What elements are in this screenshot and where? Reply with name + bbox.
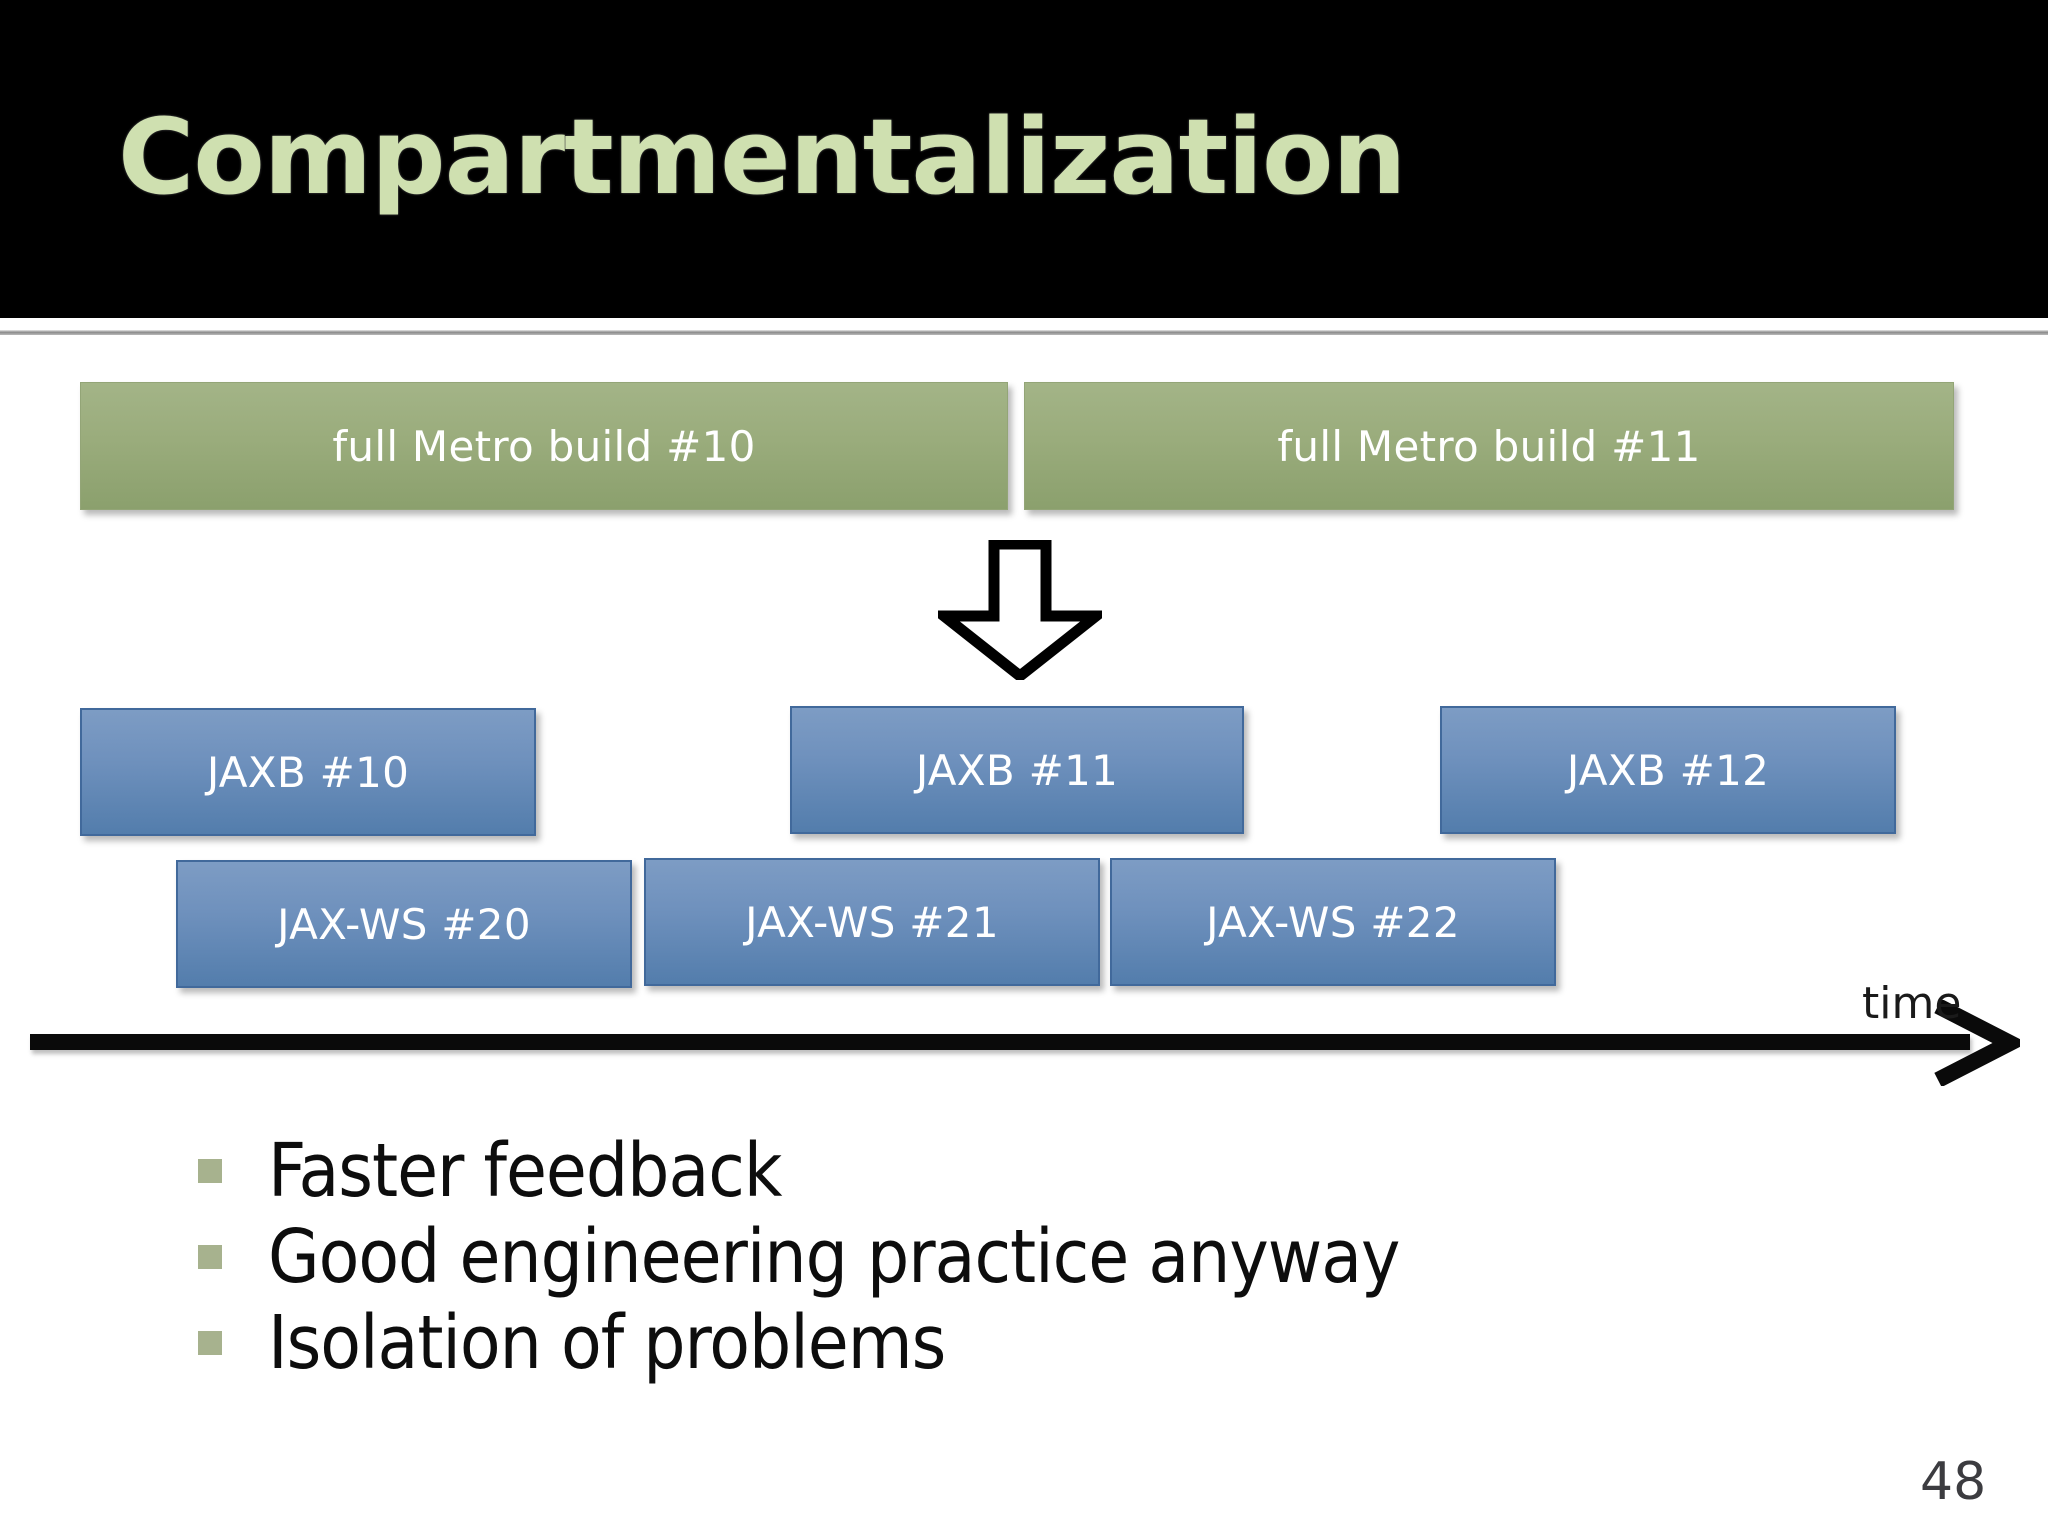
square-bullet-icon bbox=[198, 1159, 222, 1183]
square-bullet-icon bbox=[198, 1245, 222, 1269]
timeline-axis-label: time bbox=[1862, 978, 1962, 1029]
bullet-text-1: Faster feedback bbox=[268, 1128, 782, 1214]
timeline-axis bbox=[30, 1034, 1970, 1050]
jaxws-build-box-1-label: JAX-WS #20 bbox=[277, 899, 531, 949]
jaxb-build-box-2-label: JAXB #11 bbox=[915, 745, 1119, 795]
bullet-text-3: Isolation of problems bbox=[268, 1300, 946, 1386]
jaxb-build-box-1[interactable]: JAXB #10 bbox=[80, 708, 536, 836]
jaxws-build-box-3[interactable]: JAX-WS #22 bbox=[1110, 858, 1556, 986]
title-divider bbox=[0, 330, 2048, 335]
jaxws-build-box-1[interactable]: JAX-WS #20 bbox=[176, 860, 632, 988]
page-number: 48 bbox=[1920, 1452, 1987, 1512]
jaxb-build-box-2[interactable]: JAXB #11 bbox=[790, 706, 1244, 834]
jaxb-build-box-1-label: JAXB #10 bbox=[206, 747, 410, 797]
bullet-text-2: Good engineering practice anyway bbox=[268, 1214, 1400, 1300]
metro-build-box-1-label: full Metro build #10 bbox=[332, 421, 756, 471]
title-band bbox=[0, 0, 2048, 318]
list-item: Faster feedback bbox=[198, 1128, 1898, 1214]
metro-build-box-2[interactable]: full Metro build #11 bbox=[1024, 382, 1954, 510]
metro-build-box-2-label: full Metro build #11 bbox=[1277, 421, 1701, 471]
metro-build-box-1[interactable]: full Metro build #10 bbox=[80, 382, 1008, 510]
jaxws-build-box-2-label: JAX-WS #21 bbox=[745, 897, 999, 947]
page-title: Compartmentalization bbox=[118, 96, 1406, 218]
list-item: Isolation of problems bbox=[198, 1300, 1898, 1386]
bullet-list: Faster feedback Good engineering practic… bbox=[198, 1128, 1898, 1386]
jaxb-build-box-3-label: JAXB #12 bbox=[1566, 745, 1770, 795]
timeline-arrowhead-icon bbox=[1930, 998, 2028, 1088]
jaxb-build-box-3[interactable]: JAXB #12 bbox=[1440, 706, 1896, 834]
down-arrow-icon bbox=[928, 538, 1112, 684]
jaxws-build-box-3-label: JAX-WS #22 bbox=[1206, 897, 1460, 947]
list-item: Good engineering practice anyway bbox=[198, 1214, 1898, 1300]
square-bullet-icon bbox=[198, 1331, 222, 1355]
jaxws-build-box-2[interactable]: JAX-WS #21 bbox=[644, 858, 1100, 986]
